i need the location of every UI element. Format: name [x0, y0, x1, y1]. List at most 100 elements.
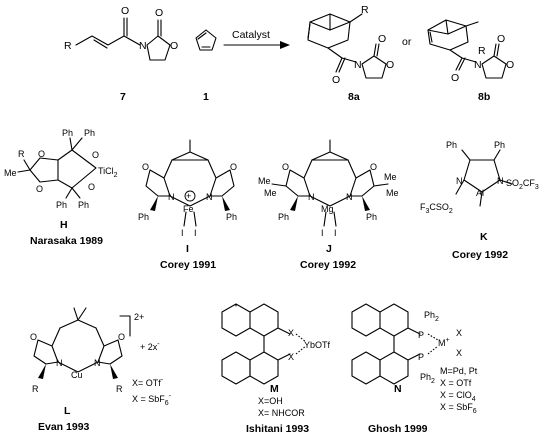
j-atom-me2: Me [264, 188, 277, 198]
m-atom-x1: X [288, 328, 294, 338]
reactant-7-atom-o-ring-carbonyl: O [155, 7, 163, 19]
k-atom-ph2: Ph [494, 140, 505, 150]
l-charge: 2+ [134, 312, 144, 322]
or-label: or [402, 36, 412, 48]
product-8a-label: 8a [348, 91, 360, 103]
product-8b-atom-o-ring: O [506, 59, 514, 71]
i-atom-o1: O [142, 162, 149, 172]
reaction-arrow: Catalyst [223, 29, 290, 49]
catalyst-k-caption: Corey 1992 [452, 249, 508, 261]
catalyst-l-caption: Evan 1993 [38, 421, 90, 433]
h-atom-ph4: Ph [78, 200, 89, 210]
catalyst-j-caption: Corey 1992 [300, 259, 356, 271]
i-atom-charge: + [186, 191, 191, 201]
h-atom-o4: O [88, 182, 95, 192]
k-group-so2cf3: SO2CF3 [506, 178, 539, 191]
product-8b-atom-o-ring-carbonyl: O [497, 33, 505, 45]
n-atom-p2: P [418, 352, 424, 362]
l-x-option-1: X= OTf- [132, 377, 164, 388]
n-atom-ph2-bottom: Ph2 [420, 372, 435, 385]
h-atom-o1: O [38, 149, 45, 159]
l-atom-o1: O [30, 332, 37, 342]
product-8b: R O N O O 8b [427, 19, 514, 103]
l-atom-r1: R [32, 384, 39, 394]
catalyst-j-letter: J [326, 243, 332, 255]
product-8a-atom-o-ring: O [386, 59, 394, 71]
h-atom-me: Me [4, 168, 17, 178]
reactant-7-atom-n: N [139, 40, 147, 52]
reactant-7-label: 7 [120, 91, 126, 103]
m-x-option-2: X= NHCOR [258, 408, 305, 418]
catalyst-i-caption: Corey 1991 [160, 259, 216, 271]
i-atom-ph1: Ph [138, 212, 149, 222]
reactant-7-atom-o-carbonyl: O [121, 5, 129, 17]
i-atom-i2: I [194, 228, 197, 238]
catalyst-n: Ph2 P P M+ X X Ph2 N M=Pd, Pt X = OTf X … [351, 303, 478, 435]
reactant-7-substituent: R [64, 40, 72, 52]
product-8a-atom-o-carbonyl: O [332, 74, 340, 86]
j-atom-me4: Me [386, 188, 399, 198]
m-atom-x2: X [288, 352, 294, 362]
l-x-option-2: X = SbF6- [132, 393, 172, 407]
catalyst-l-letter: L [64, 405, 71, 417]
l-atom-cu: Cu [71, 370, 83, 380]
k-atom-ph1: Ph [446, 140, 457, 150]
catalyst-k-letter: K [480, 231, 488, 243]
product-8b-label: 8b [478, 91, 490, 103]
k-atom-n1: N [456, 176, 463, 186]
catalyst-i-letter: I [186, 243, 189, 255]
l-counterion: + 2x- [140, 341, 160, 352]
reactant-1-label: 1 [203, 91, 209, 103]
n-option-4: X = SbF6 [440, 402, 477, 415]
l-atom-o2: O [118, 332, 125, 342]
l-atom-r2: R [116, 384, 123, 394]
i-charge-circle [184, 190, 196, 202]
k-group-f3cso2: F3CSO2 [420, 202, 453, 215]
i-atom-n1: N [168, 192, 175, 202]
j-atom-n1: N [308, 192, 315, 202]
m-atom-yb: YbOTf [304, 340, 331, 350]
h-atom-o2: O [36, 184, 43, 194]
n-atom-x1: X [456, 328, 462, 338]
product-8a-atom-n: N [354, 59, 362, 71]
n-atom-ph2-top: Ph2 [424, 310, 439, 323]
j-atom-ph2: Ph [366, 212, 377, 222]
h-atom-ph2: Ph [84, 128, 95, 138]
j-atom-me3: Me [384, 172, 397, 182]
i-atom-n2: N [206, 192, 213, 202]
product-8b-atom-o-carbonyl: O [451, 72, 459, 84]
m-x-option-1: X=OH [258, 396, 283, 406]
catalyst-m: X X YbOTf M X=OH X= NHCOR Ishitani 1993 [221, 303, 331, 435]
catalyst-n-letter: N [394, 383, 402, 395]
j-atom-me1: Me [258, 176, 271, 186]
h-atom-r: R [18, 149, 25, 159]
catalyst-i: + O O N N Fe I I Ph Ph I Corey 1991 [138, 139, 237, 271]
catalyst-m-letter: M [270, 383, 279, 395]
i-atom-o2: O [230, 162, 237, 172]
l-atom-n2: N [94, 358, 101, 368]
catalyst-h-caption: Narasaka 1989 [30, 235, 103, 247]
n-option-2: X = OTf [440, 378, 472, 388]
catalyst-label: Catalyst [232, 29, 270, 41]
h-atom-ph1: Ph [62, 128, 73, 138]
h-atom-o3: O [92, 150, 99, 160]
i-atom-i1: I [181, 228, 184, 238]
product-8a-substituent: R [361, 4, 369, 16]
catalyst-h: R Me O O O O Ph Ph Ph Ph TiCl2 H Narasak… [4, 128, 118, 247]
n-option-3: X = ClO4 [440, 390, 476, 403]
catalyst-k: Ph Ph N N Al SO2CF3 F3CSO2 K Corey 1992 [420, 140, 539, 261]
l-atom-n1: N [56, 358, 63, 368]
j-atom-mg: Mg [321, 204, 334, 214]
n-atom-x2: X [456, 348, 462, 358]
catalyst-j: Me Me Me Me O O N N Mg I I Ph Ph J Corey… [258, 139, 399, 271]
j-atom-o1: O [282, 162, 289, 172]
k-atom-al: Al [476, 188, 484, 198]
j-atom-ph1: Ph [278, 212, 289, 222]
j-atom-i2: I [334, 228, 337, 238]
catalyst-m-caption: Ishitani 1993 [246, 423, 309, 435]
reactant-7-atom-o-ring: O [170, 40, 178, 52]
i-atom-ph2: Ph [226, 212, 237, 222]
n-atom-m: M+ [438, 337, 450, 348]
i-atom-fe: Fe [183, 204, 194, 214]
